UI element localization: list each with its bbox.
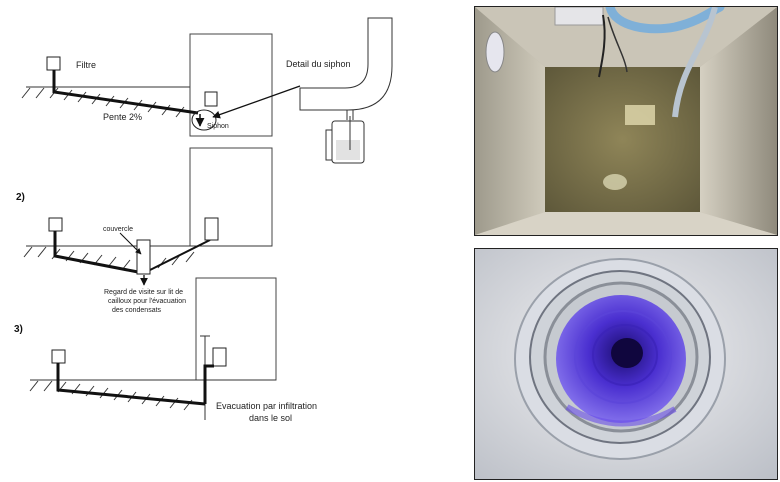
- regard-line2: cailloux pour l'évacuation: [108, 298, 186, 305]
- couvercle-arrow: [119, 232, 142, 255]
- siphon-unit: [204, 217, 219, 241]
- siphon-circle: [191, 109, 217, 131]
- step3-scheme: 3) Evacuation par infiltration dans le s…: [14, 277, 317, 423]
- inspection-pit-photo: [474, 6, 778, 236]
- evac-line2: dans le sol: [249, 413, 292, 423]
- regard-line3: des condensats: [112, 307, 162, 314]
- drain-pipe: [56, 363, 206, 406]
- step2-scheme: 2) couvercle Regard de visite sur lit de…: [16, 147, 273, 314]
- regard-line1: Regard de visite sur lit de: [104, 289, 183, 296]
- filtre-label: Filtre: [76, 60, 96, 70]
- drain-pipe-in: [53, 231, 139, 274]
- building-outline: [189, 147, 273, 247]
- building-outline: [189, 33, 273, 137]
- detail-pointer-line: [212, 85, 301, 119]
- filter-box: [48, 217, 63, 232]
- filter-box: [51, 349, 66, 364]
- siphon-unit: [212, 347, 227, 367]
- siphon-unit: [204, 91, 218, 107]
- siphon-label: Siphon: [207, 123, 229, 130]
- filter-box: [46, 56, 61, 71]
- drain-pipe-out: [149, 239, 211, 271]
- step2-number: 2): [16, 192, 25, 203]
- drain-pipe-up: [203, 364, 214, 404]
- detail-siphon-label: Detail du siphon: [286, 59, 351, 69]
- condensate-drainage-diagram: Filtre Pente 2% Siphon Detail du siphon …: [14, 17, 393, 423]
- step1-scheme: Filtre Pente 2% Siphon Detail du siphon: [21, 17, 393, 164]
- inspection-chamber: [136, 239, 151, 275]
- couvercle-label: couvercle: [103, 226, 133, 233]
- step3-number: 3): [14, 324, 23, 335]
- evac-line1: Evacuation par infiltration: [216, 401, 317, 411]
- siphon-detail-drawing: [299, 17, 393, 164]
- pente-label: Pente 2%: [103, 112, 142, 122]
- pipe-interior-photo: [474, 248, 778, 480]
- drain-pipe: [52, 70, 199, 115]
